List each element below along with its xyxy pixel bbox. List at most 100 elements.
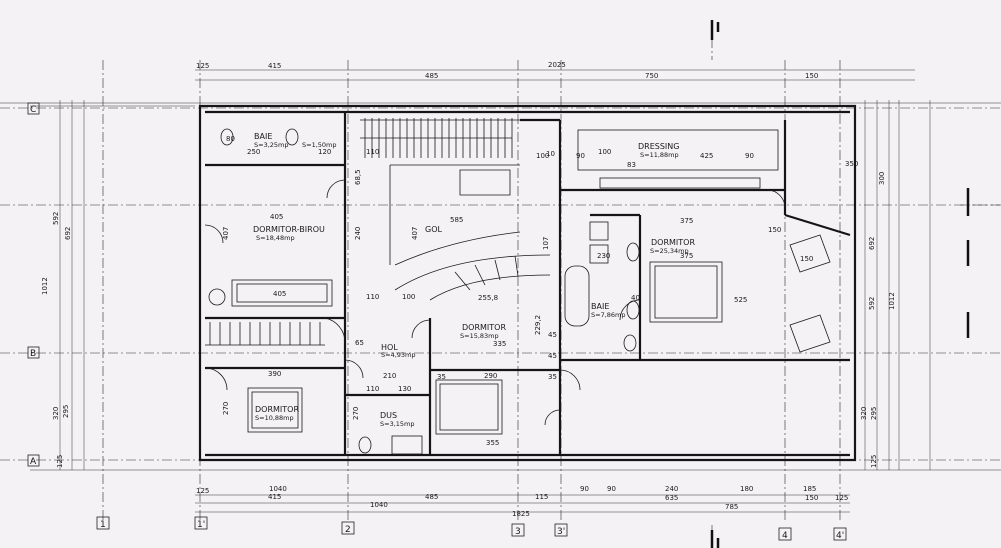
room-area-baie1: S=3,25mp <box>254 141 289 149</box>
dim-int-5: 90 <box>576 152 585 160</box>
svg-text:4': 4' <box>836 531 844 541</box>
svg-text:3': 3' <box>557 527 565 537</box>
axis-grid <box>0 20 1001 548</box>
room-area-dormitor-mid: S=15,83mp <box>460 332 499 340</box>
furniture <box>208 128 831 455</box>
dim-int-16: 375 <box>680 252 693 260</box>
dim-left-4: 320 <box>52 407 60 420</box>
dim-bottom-6: 90 <box>607 485 616 493</box>
room-area-hol: S=4,93mp <box>381 351 416 359</box>
dim-top-2: 415 <box>268 62 281 70</box>
dim-int-39: 10 <box>546 150 555 158</box>
axis-column-4-prime: 4' <box>833 527 847 541</box>
dim-left-3: 692 <box>64 227 72 240</box>
dim-int-41: 68,5 <box>354 169 362 185</box>
axis-markers: 1 1' 2 3 3' 4 4' A <box>27 102 847 541</box>
dim-top-5: 750 <box>645 72 658 80</box>
dim-int-3: 110 <box>366 148 379 156</box>
dim-int-27: 390 <box>268 370 281 378</box>
dim-int-26: 65 <box>355 339 364 347</box>
dim-left-2: 592 <box>52 212 60 225</box>
dim-int-6: 100 <box>598 148 611 156</box>
dim-int-32: 355 <box>486 439 499 447</box>
svg-text:1: 1 <box>100 520 106 530</box>
dim-int-22: 255,8 <box>478 294 498 302</box>
svg-text:B: B <box>30 349 36 359</box>
dim-bottom-1: 125 <box>196 487 209 495</box>
dim-int-35: 45 <box>548 331 557 339</box>
svg-text:A: A <box>30 457 37 467</box>
dim-right-5: 300 <box>878 172 886 185</box>
dim-bottom-15: 1825 <box>512 510 530 518</box>
stairs <box>205 118 551 346</box>
dimensions-interior: 250 120 110 100 90 100 83 425 90 405 407… <box>222 135 813 447</box>
axis-column-1-prime: 1' <box>194 516 208 530</box>
dim-int-43: 229,2 <box>534 315 542 335</box>
axis-row-b: B <box>27 346 40 359</box>
room-name-dormitor-mid: DORMITOR <box>462 323 506 332</box>
dim-int-33: 270 <box>352 407 360 420</box>
dim-bottom-16: 785 <box>725 503 738 511</box>
dim-bottom-2: 415 <box>268 493 281 501</box>
room-area-dormitor-large: S=25,34mp <box>650 247 689 255</box>
axis-column-3: 3 <box>511 523 525 537</box>
dim-int-19: 405 <box>273 290 286 298</box>
dim-right-8: 125 <box>870 455 878 468</box>
dim-int-17: 150 <box>800 255 813 263</box>
dim-int-42: 107 <box>542 237 550 250</box>
dim-bottom-14: 1040 <box>370 501 388 509</box>
dim-int-40: 80 <box>226 135 235 143</box>
dim-int-23: 335 <box>493 340 506 348</box>
dim-bottom-5: 90 <box>580 485 589 493</box>
room-name-hol: HOL <box>381 343 398 352</box>
room-name-gol: GOL <box>425 225 442 234</box>
dim-int-8: 425 <box>700 152 713 160</box>
room-area-dormitor-birou: S=18,48mp <box>256 234 295 242</box>
dim-left-1: 1012 <box>41 277 49 295</box>
walls <box>198 104 857 462</box>
dim-right-3: 692 <box>868 237 876 250</box>
svg-text:2: 2 <box>345 525 351 535</box>
dim-bottom-10: 185 <box>803 485 816 493</box>
axis-column-2: 2 <box>341 521 355 535</box>
axis-column-1: 1 <box>96 516 110 530</box>
room-area-baie2: S=7,86mp <box>591 311 626 319</box>
dim-int-29: 130 <box>398 385 411 393</box>
dim-bottom-12: 125 <box>835 494 848 502</box>
room-area-dus-small: S=1,50mp <box>302 141 337 149</box>
svg-text:C: C <box>30 105 36 115</box>
dim-int-14: 407 <box>411 227 419 240</box>
dim-int-37: 35 <box>548 373 557 381</box>
dim-bottom-13: 1040 <box>269 485 287 493</box>
dim-int-31: 290 <box>484 372 497 380</box>
axis-column-4: 4 <box>778 527 792 541</box>
dim-int-18: 525 <box>734 296 747 304</box>
dim-bottom-3: 485 <box>425 493 438 501</box>
svg-text:4: 4 <box>782 531 788 541</box>
dim-bottom-11: 150 <box>805 494 818 502</box>
dim-top-4: 2025 <box>548 61 566 69</box>
room-name-dormitor-birou: DORMITOR-BIROU <box>253 225 325 234</box>
dim-right-4: 350 <box>845 160 858 168</box>
room-area-dormitor-small: S=10,88mp <box>255 414 294 422</box>
dim-bottom-7: 240 <box>665 485 678 493</box>
dim-int-2: 120 <box>318 148 331 156</box>
room-name-dormitor-large: DORMITOR <box>651 238 695 247</box>
dim-left-6: 125 <box>56 455 64 468</box>
axis-row-a: A <box>27 454 40 467</box>
dim-int-36: 45 <box>548 352 557 360</box>
dim-bottom-4: 115 <box>535 493 548 501</box>
dim-top-6: 150 <box>805 72 818 80</box>
dim-right-2: 592 <box>868 297 876 310</box>
dim-bottom-8: 635 <box>665 494 678 502</box>
dim-int-11: 407 <box>222 227 230 240</box>
dim-int-1: 250 <box>247 148 260 156</box>
dim-int-20: 110 <box>366 293 379 301</box>
dim-bottom-9: 180 <box>740 485 753 493</box>
dim-int-34: 110 <box>366 385 379 393</box>
dim-int-10: 405 <box>270 213 283 221</box>
dimension-lines <box>0 69 1001 513</box>
doors <box>204 179 786 426</box>
room-labels: BAIE S=3,25mp S=1,50mp DORMITOR-BIROU S=… <box>253 132 695 428</box>
room-name-baie2: BAIE <box>591 302 609 311</box>
